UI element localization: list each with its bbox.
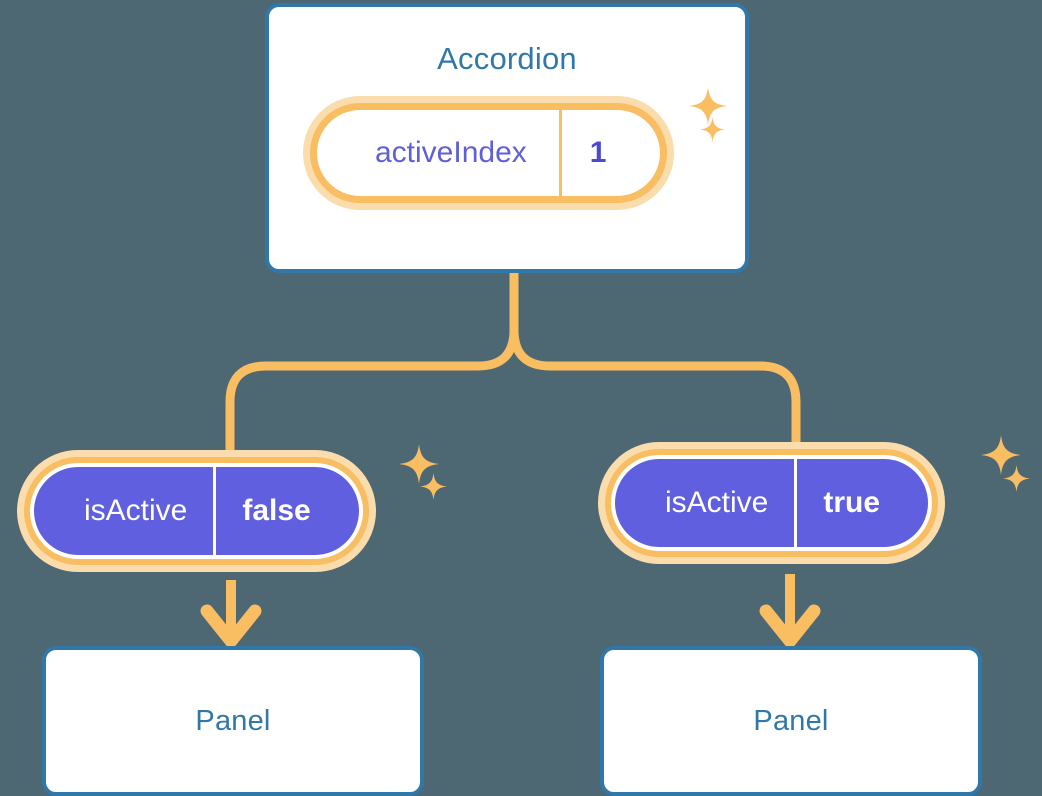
panel-title: Panel — [753, 704, 829, 737]
diagram-canvas: Accordion activeIndex 1 isActive — [17, 3, 1030, 796]
state-pill-body: isActive false — [30, 463, 363, 559]
state-pill-halo: activeIndex 1 — [303, 96, 675, 210]
state-pill-is-active-true[interactable]: isActive true — [598, 442, 946, 564]
arrow-down-icon — [200, 580, 262, 648]
accordion-title: Accordion — [437, 41, 577, 76]
state-pill-is-active-false[interactable]: isActive false — [17, 450, 376, 572]
state-key-label: isActive — [665, 486, 769, 519]
state-key-label: activeIndex — [375, 136, 527, 169]
state-pill-body: activeIndex 1 — [317, 110, 661, 196]
state-pill-ring: isActive false — [24, 457, 369, 565]
state-value-label: 1 — [558, 110, 661, 196]
state-key-label: isActive — [84, 494, 188, 527]
state-pill-active-index[interactable]: activeIndex 1 — [303, 96, 675, 210]
state-pill-ring: isActive true — [605, 449, 939, 557]
state-pill-body: isActive true — [611, 455, 933, 551]
state-value-label: true — [794, 459, 928, 547]
sparkle-icon — [981, 435, 1021, 475]
arrow-down-icon — [759, 574, 821, 648]
panel-title: Panel — [195, 704, 271, 737]
sparkle-icon — [1003, 465, 1030, 492]
state-pill-halo: isActive false — [17, 450, 376, 572]
sparkle-icon — [420, 473, 447, 500]
panel-component-left[interactable]: Panel — [42, 646, 424, 796]
state-value-label: false — [213, 467, 358, 555]
state-pill-halo: isActive true — [598, 442, 946, 564]
panel-component-right[interactable]: Panel — [600, 646, 982, 796]
tree-branch-connector — [509, 267, 801, 453]
sparkle-icon — [399, 444, 439, 484]
state-pill-ring: activeIndex 1 — [310, 103, 668, 203]
tree-branch-connector — [225, 267, 519, 459]
